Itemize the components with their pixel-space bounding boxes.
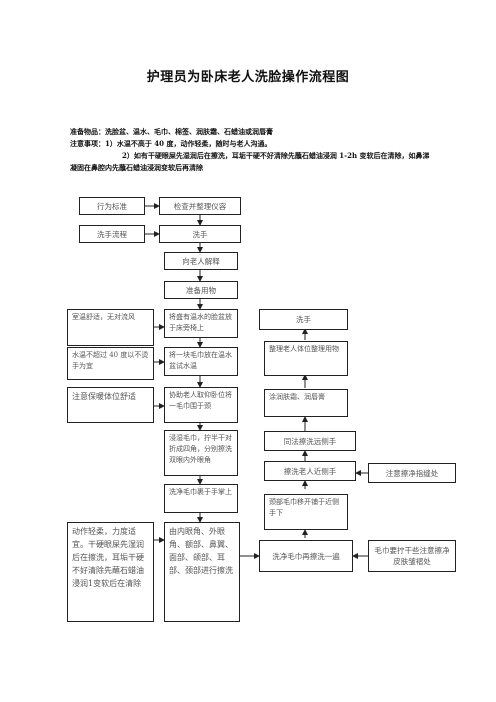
- wrap-towel-step: 洗净毛巾裹于手掌上: [164, 484, 238, 513]
- prep-items-line: 准备物品：洗脸盆、温水、毛巾、棉签、润肤霜、石蜡油或润唇膏: [70, 127, 273, 136]
- explain-step: 向老人解释: [164, 252, 238, 270]
- near-hand-step: 擦洗老人近侧手: [264, 461, 356, 481]
- prepare-step: 准备用物: [164, 281, 238, 299]
- note-wring-dry: 毛巾要拧干些注意擦净皮肤皱褶处: [368, 540, 456, 572]
- face-parts-step: 由内眼角、外眼角、额部、鼻翼、面部、颌部、耳部、颈部进行擦洗: [164, 522, 240, 622]
- neck-towel-step: 颈部毛巾移开铺于近侧手下: [264, 494, 348, 530]
- check-env-step: 检查并整理仪容: [159, 197, 241, 215]
- wash-hands-end-step: 洗手: [259, 309, 348, 330]
- position-step: 协助老人取仰卧位将一毛巾围于颈: [164, 387, 238, 423]
- tidy-step: 整理老人体位整理用物: [264, 341, 348, 376]
- note-comfort-position: 注意保暖体位舒适: [67, 387, 154, 423]
- prep-note-line2: 2）如有干硬眼屎先湿润后在擦洗，耳垢干硬不好清除先蘸石蜡油浸润 1-2h 变软后…: [70, 151, 430, 172]
- handwash-process-label: 洗手流程: [79, 225, 145, 243]
- note-gentle: 动作轻柔，力度适宜。干硬眼屎先湿润后在擦洗，耳垢干硬不好清除先蘸石蜡油浸润1变软…: [67, 522, 154, 622]
- prep-note-line1: 注意事项：1）水温不高于 40 度，动作轻柔，随时与老人沟通。: [70, 139, 272, 148]
- basin-step: 将盛有温水的脸盆放于床旁椅上: [164, 309, 238, 338]
- behavior-standard-label: 行为标准: [79, 197, 145, 215]
- note-room-temp: 室温舒适，无对流风: [67, 309, 154, 346]
- wet-towel-step: 浸湿毛巾，拧半干对折成四角，分别擦洗双眼内外眼角: [164, 430, 238, 476]
- page-title: 护理员为卧床老人洗脸操作流程图: [146, 70, 350, 85]
- note-finger-gaps: 注意擦净指缝处: [368, 463, 456, 483]
- towel-water-step: 将一块毛巾放在温水盆试水温: [164, 347, 238, 376]
- wash-hands-step: 洗手: [159, 225, 241, 243]
- note-water-temp: 水温不超过 40 度以不烫手为宜: [67, 347, 154, 380]
- apply-cream-step: 涂润肤霜、润唇膏: [264, 389, 348, 417]
- far-hand-step: 同法擦洗远侧手: [264, 431, 356, 451]
- rewash-step: 洗净毛巾再擦洗一遍: [259, 540, 353, 572]
